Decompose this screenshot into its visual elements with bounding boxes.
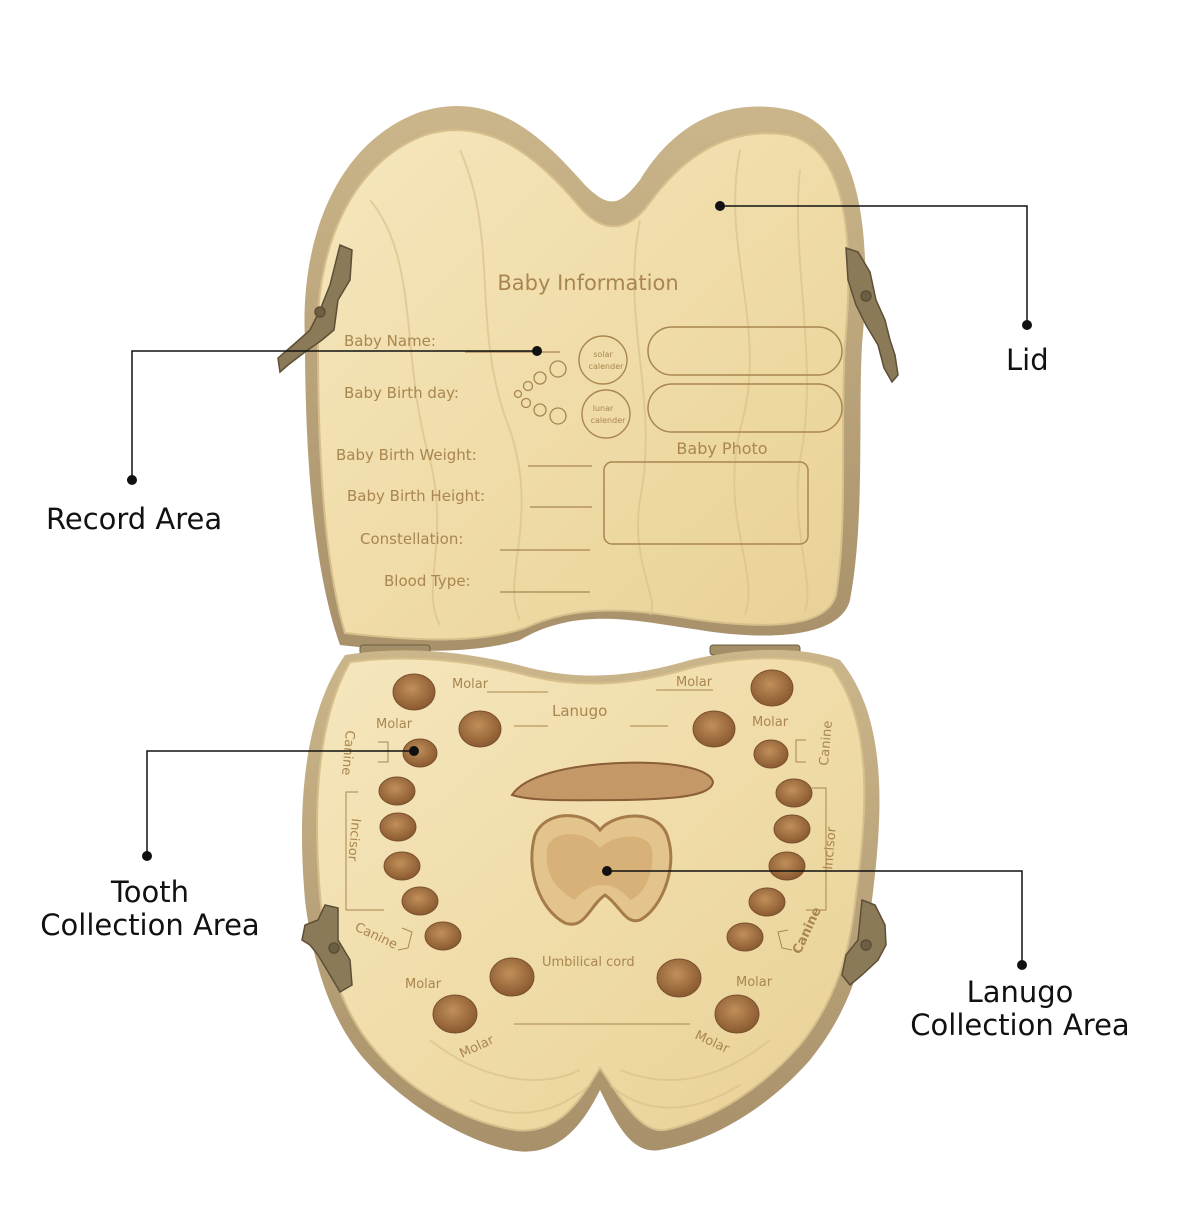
callout-tooth-collection: Tooth Collection Area [30,876,270,942]
tooth-hole [432,994,478,1034]
tooth-hole [383,851,421,881]
base-engraved-lines [345,689,827,1025]
tooth-hole [656,958,702,998]
tooth-hole [489,957,535,997]
callout-record-area: Record Area [46,503,222,536]
lanugo-bar-slot [510,761,715,802]
field-birth-weight: Baby Birth Weight: [336,446,477,464]
lid-right-latch [845,246,899,384]
tooth-hole [714,994,760,1034]
tooth-hole [726,922,764,952]
label-umbilical-cord: Umbilical cord [542,955,635,970]
callout-lanugo-collection: Lanugo Collection Area [900,976,1140,1042]
base-right-latch [841,898,887,987]
dot-lid-end [1022,320,1032,330]
label-canine-right: Canine [817,720,836,766]
label-molar-lower-right: Molar [736,975,773,990]
dot-tooth-end [142,851,152,861]
photo-frame [603,461,809,545]
lanugo-inner-shadow [546,833,653,900]
solar-label-1: solar [593,350,613,359]
lid-face [316,129,850,641]
tooth-hole [753,739,789,769]
field-baby-name: Baby Name: [344,332,436,350]
callout-lanugo-line2: Collection Area [910,1008,1130,1042]
base-labels: Molar Molar Molar Molar Lanugo Canine Ca… [338,675,840,1062]
dot-record [532,346,542,356]
lid-name-boxes [647,326,843,433]
callout-leaders [131,205,1028,965]
dot-record-end [127,475,137,485]
callout-lid: Lid [1006,344,1049,377]
dot-tooth [409,746,419,756]
lunar-label-1: lunar [593,404,614,413]
callout-lid-text: Lid [1006,343,1049,377]
field-blood-type: Blood Type: [384,572,471,590]
callout-tooth-line2: Collection Area [40,908,260,942]
tooth-hole [748,887,786,917]
tooth-hole [378,776,416,806]
base-wood-grain [429,1039,771,1114]
lid-left-latch [277,243,353,374]
tooth-hole [392,673,436,711]
lunar-label-2: calender [591,416,627,425]
tooth-holes [378,669,813,1034]
base: Molar Molar Molar Molar Lanugo Canine Ca… [301,649,880,1152]
field-underlines [465,351,592,593]
tooth-hole [424,921,462,951]
field-constellation: Constellation: [360,530,463,548]
birthday-dots [513,360,567,425]
callout-dots [127,201,1032,970]
label-molar-left: Molar [376,717,413,732]
tooth-hole [773,814,811,844]
leader-tooth [146,750,414,856]
solar-calendar-mark: solar calender [578,335,628,385]
tooth-hole [379,812,417,842]
dot-lid [715,201,725,211]
callout-tooth-line1: Tooth [110,875,190,909]
lid-wood-grain [369,149,809,626]
leader-lid [720,205,1028,325]
label-molar-top-right: Molar [676,675,713,690]
lunar-calendar-mark: lunar calender [581,389,631,439]
lid-title: Baby Information [497,271,678,295]
photo-label: Baby Photo [676,439,767,458]
field-birth-day: Baby Birth day: [344,384,459,402]
label-canine-left: Canine [338,730,357,776]
tooth-hole [768,851,806,881]
field-birth-height: Baby Birth Height: [347,487,485,505]
dot-lanugo-end [1017,960,1027,970]
callout-lanugo-line1: Lanugo [966,975,1074,1009]
tooth-hole [750,669,794,707]
label-molar-right: Molar [752,715,789,730]
callout-record-text: Record Area [46,502,223,536]
tooth-hole [402,738,438,768]
lid-fields: Baby Name: Baby Birth day: Baby Birth We… [336,332,485,590]
leader-lanugo [607,870,1023,965]
leader-record [131,350,537,480]
solar-label-2: calender [589,362,625,371]
tooth-hole [401,886,439,916]
label-molar-top-left: Molar [452,677,489,692]
tooth-hole [692,710,736,748]
label-molar-lower-left: Molar [405,977,442,992]
base-left-latch [301,904,353,994]
label-lanugo: Lanugo [552,702,607,720]
dot-lanugo [602,866,612,876]
tooth-hole [775,778,813,808]
label-incisor-left: Incisor [344,818,363,863]
lid: Baby Information Baby Name: Baby Birth d… [304,105,866,651]
tooth-hole [458,710,502,748]
